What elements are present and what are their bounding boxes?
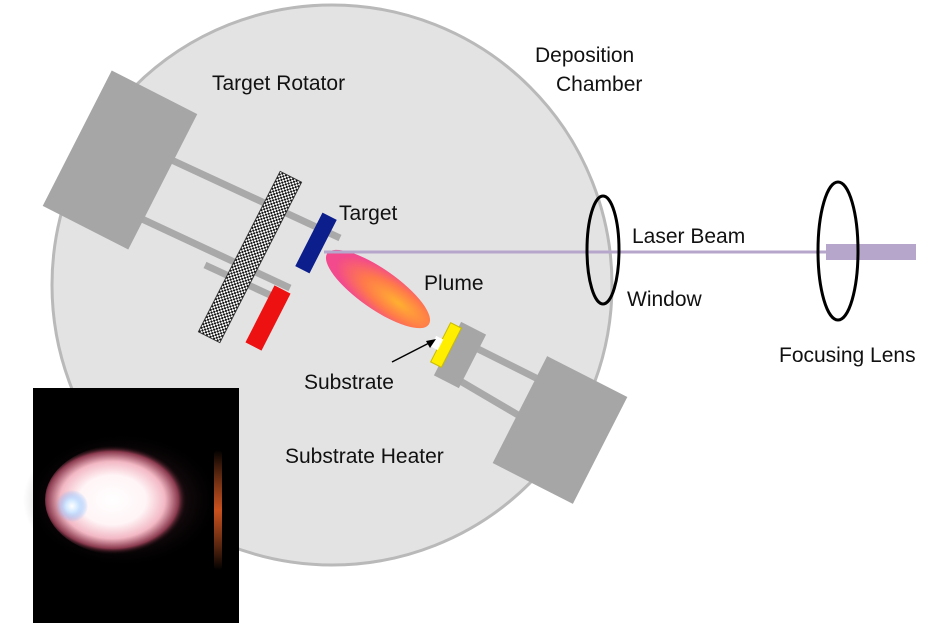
target-label: Target [339, 202, 398, 225]
substrate-heater-label: Substrate Heater [285, 445, 444, 468]
deposition-chamber-label-line1: Deposition [535, 44, 634, 67]
substrate-white-pad [430, 335, 444, 351]
target-rotator-label: Target Rotator [212, 72, 345, 95]
plume-label: Plume [424, 272, 484, 295]
target-holder-plate [197, 170, 303, 344]
focusing-lens [816, 180, 860, 322]
substrate-label: Substrate [304, 371, 394, 394]
substrate-arrow [391, 340, 434, 363]
red-target [245, 285, 291, 351]
deposition-chamber-label-line2: Chamber [556, 73, 642, 96]
plume-photo-inset [23, 388, 239, 623]
target-rotator-block [42, 70, 198, 250]
plume [325, 249, 431, 329]
laser-beam-input [826, 244, 916, 260]
target [295, 212, 337, 274]
substrate-heater-block [492, 356, 628, 504]
laser-beam-label: Laser Beam [632, 225, 745, 248]
substrate-holder [433, 321, 487, 389]
substrate-arrowhead [426, 339, 436, 348]
focusing-lens-label: Focusing Lens [779, 344, 916, 367]
window [585, 194, 621, 306]
window-label: Window [627, 288, 703, 311]
